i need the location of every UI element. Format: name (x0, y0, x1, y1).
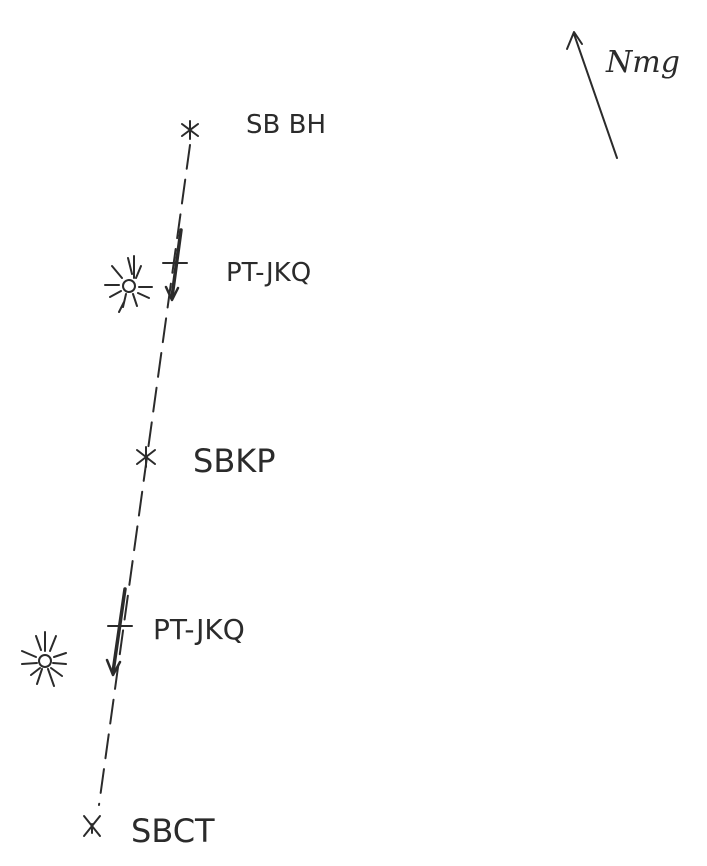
sun-icon (104, 255, 153, 313)
aircraft-second: PT-JKQ (21, 587, 245, 687)
asterisk-icon (181, 120, 199, 140)
north-arrow-icon (566, 31, 618, 159)
waypoint-sbkp: SBKP (136, 442, 276, 480)
aircraft-label-first: PT-JKQ (226, 258, 311, 288)
aircraft-label-second: PT-JKQ (153, 613, 245, 646)
waypoint-label-sbbh: SB BH (246, 110, 326, 140)
north-indicator: Nmg (566, 31, 680, 159)
waypoint-label-sbct: SBCT (131, 812, 215, 850)
waypoint-label-sbkp: SBKP (193, 442, 276, 480)
waypoint-sbct: SBCT (83, 812, 215, 850)
asterisk-icon (83, 815, 101, 837)
sun-icon (21, 631, 67, 687)
aircraft-arrow-icon (105, 587, 133, 677)
aircraft-first: PT-JKQ (104, 228, 311, 313)
route-line (98, 144, 191, 806)
aircraft-arrow-icon (162, 228, 188, 302)
waypoint-sbbh: SB BH (181, 110, 326, 140)
asterisk-icon (136, 446, 156, 468)
north-label: Nmg (605, 45, 680, 80)
